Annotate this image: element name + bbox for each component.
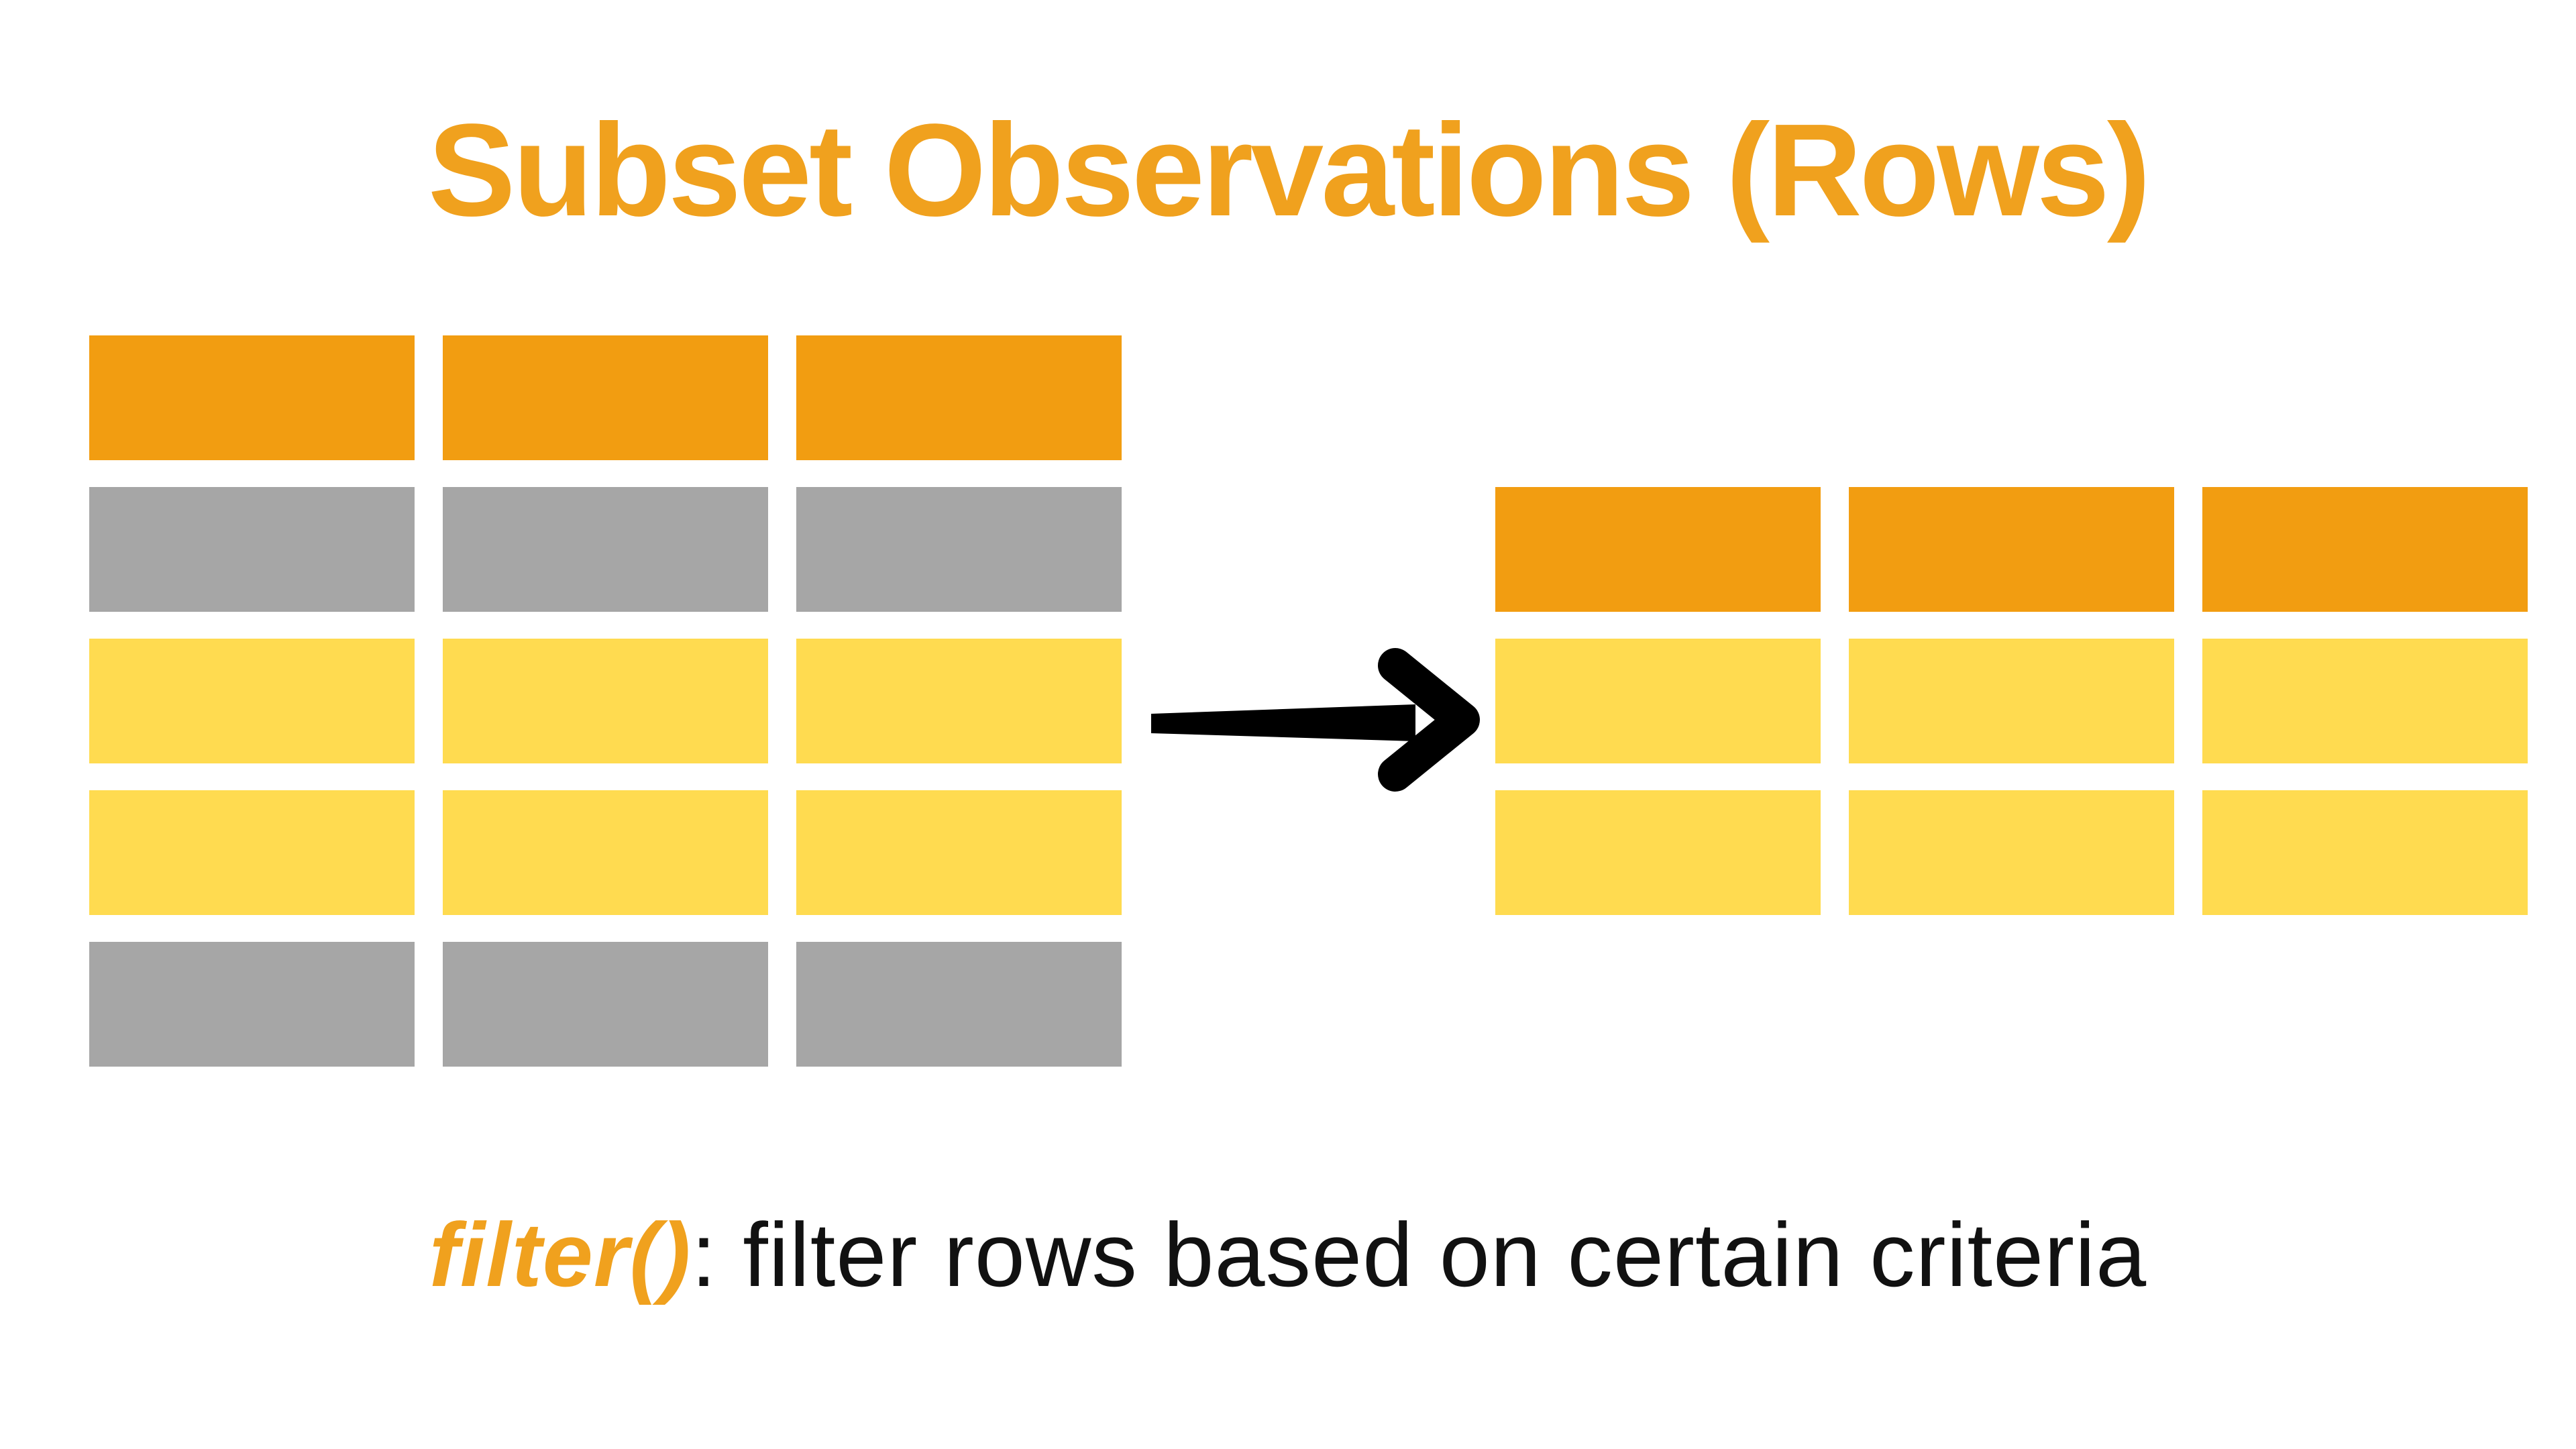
source-table-cell-r5c3 <box>796 942 1122 1067</box>
source-table-cell-r4c1 <box>89 790 415 915</box>
source-table <box>89 335 1122 1067</box>
result-table-cell-r3c3 <box>2202 790 2528 915</box>
result-table-cell-r2c2 <box>1849 639 2174 763</box>
caption-description: filter rows based on certain criteria <box>743 1204 2147 1305</box>
result-table-cell-r2c1 <box>1495 639 1821 763</box>
source-table-cell-r2c3 <box>796 487 1122 612</box>
source-table-cell-r5c1 <box>89 942 415 1067</box>
source-table-cell-r1c3 <box>796 335 1122 460</box>
source-table-cell-r1c2 <box>443 335 768 460</box>
result-table-cell-r1c1 <box>1495 487 1821 612</box>
result-table-cell-r1c3 <box>2202 487 2528 612</box>
source-table-cell-r3c1 <box>89 639 415 763</box>
result-table-cell-r3c2 <box>1849 790 2174 915</box>
source-table-cell-r4c2 <box>443 790 768 915</box>
source-table-cell-r3c3 <box>796 639 1122 763</box>
source-table-cell-r1c1 <box>89 335 415 460</box>
result-table-cell-r3c1 <box>1495 790 1821 915</box>
source-table-cell-r5c2 <box>443 942 768 1067</box>
arrow-head <box>1378 648 1480 792</box>
caption: filter(): filter rows based on certain c… <box>0 1201 2576 1309</box>
source-table-cell-r3c2 <box>443 639 768 763</box>
result-table-cell-r1c2 <box>1849 487 2174 612</box>
result-table-cell-r2c3 <box>2202 639 2528 763</box>
caption-separator: : <box>691 1204 743 1305</box>
right-arrow-icon <box>1151 648 1480 792</box>
arrow-shaft <box>1151 704 1415 741</box>
source-table-cell-r2c2 <box>443 487 768 612</box>
caption-function-name: filter() <box>429 1204 692 1305</box>
result-table <box>1495 487 2528 915</box>
page-title: Subset Observations (Rows) <box>427 97 2151 244</box>
source-table-cell-r4c3 <box>796 790 1122 915</box>
source-table-cell-r2c1 <box>89 487 415 612</box>
